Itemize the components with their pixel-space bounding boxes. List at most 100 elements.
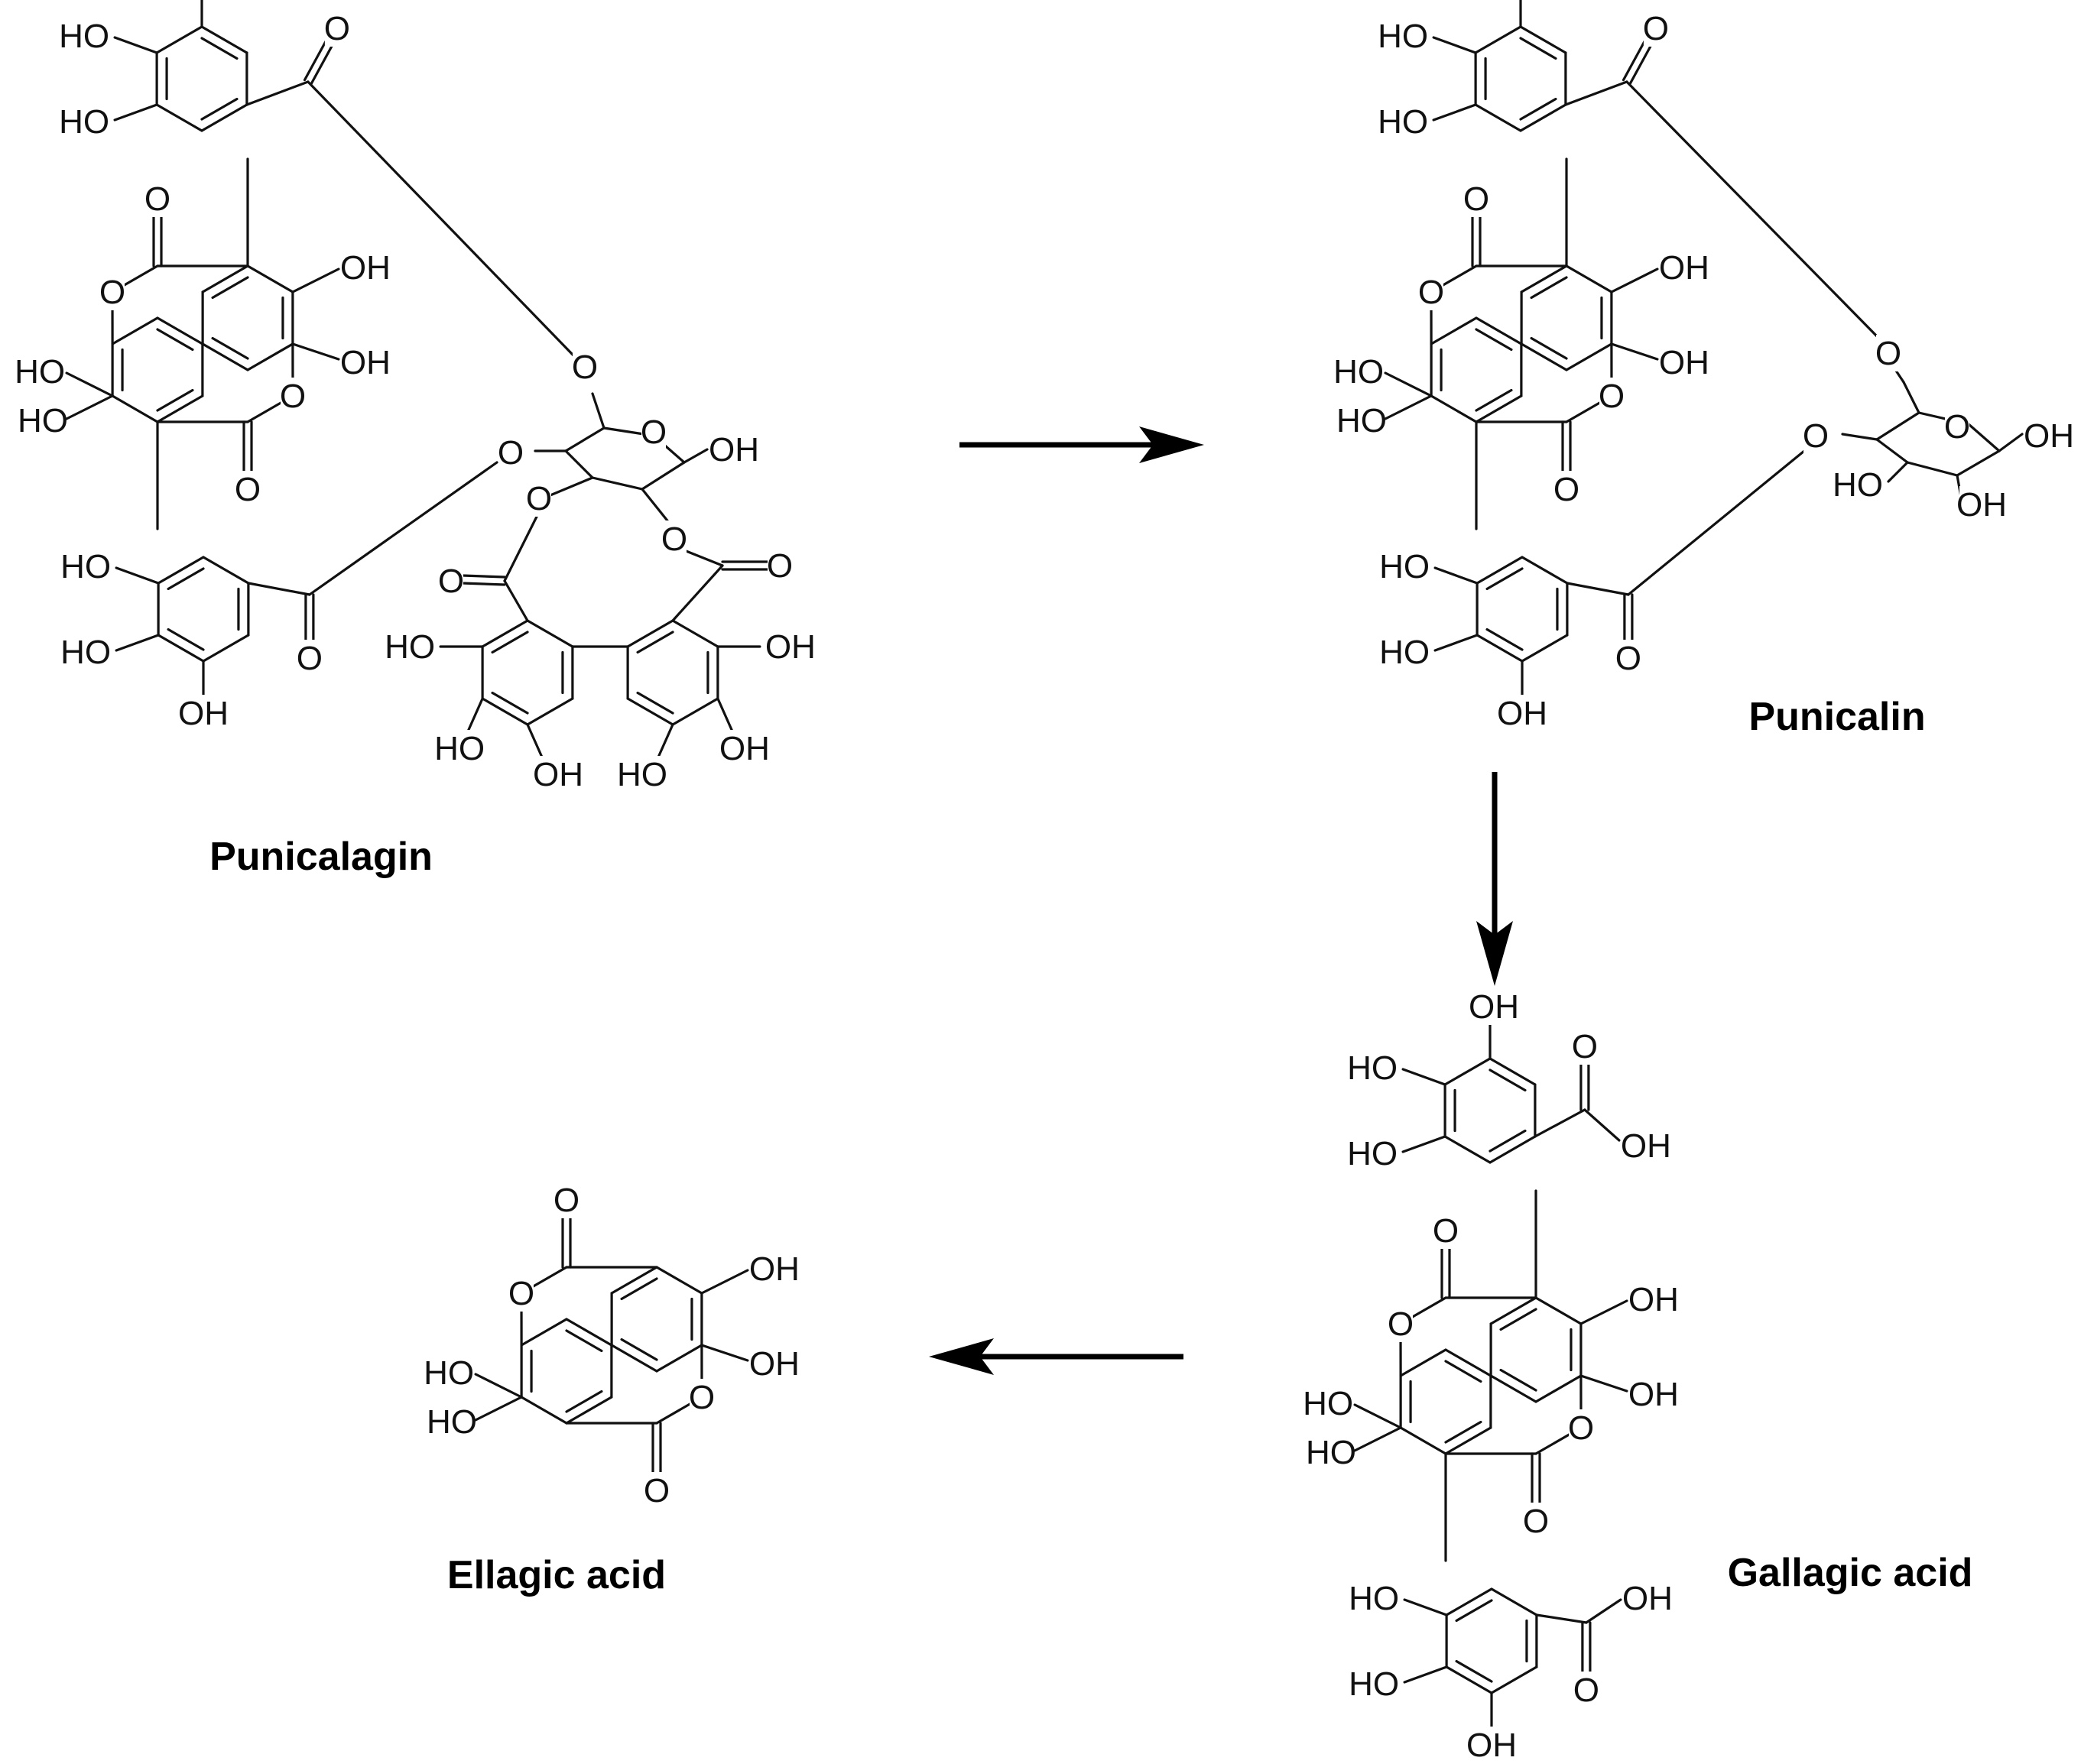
atom-label-background (1419, 274, 1443, 310)
punicalin-hydroxyl: HO (1378, 103, 1428, 141)
bond-line (307, 80, 575, 357)
bond-line (1490, 1665, 1538, 1694)
bond-line (591, 392, 605, 430)
bond-line (474, 1373, 523, 1399)
ellagic-carbonyl-oxygen: O (644, 1472, 670, 1509)
atom-label-background (1661, 344, 1706, 381)
atom-label-background (641, 413, 666, 450)
punicalagin-hydroxyl: HO (60, 548, 111, 585)
bond-line (156, 328, 194, 352)
atom-label-background (2027, 417, 2071, 454)
bond-line (1443, 1135, 1492, 1164)
bond-line (1443, 1057, 1492, 1086)
bond-line (1476, 634, 1524, 663)
bond-line (291, 268, 340, 293)
bond-line (1445, 1665, 1493, 1694)
bond-line (291, 342, 340, 361)
punicalagin-hydroxyl: OH (765, 628, 816, 666)
punicalin-lactone-oxygen: O (1418, 274, 1444, 311)
gallagic-carboxyl-hydroxyl: OH (1622, 1580, 1673, 1617)
atom-label-background (1464, 180, 1489, 217)
gallagic-hydroxyl: HO (1303, 1385, 1353, 1422)
bond-line (1535, 1613, 1588, 1624)
atom-label-background (181, 695, 226, 731)
bond-line (545, 476, 594, 498)
bond-line (1455, 1599, 1493, 1623)
compound-name-punicalin: Punicalin (1748, 695, 1925, 739)
bond-line (1353, 1426, 1402, 1452)
bond-line (1534, 1296, 1583, 1325)
atom-label-layer: HOHOOHOHOOOOHOHOOHOHOOOOOOHOHHOHOOOHHOHO… (15, 10, 2074, 1764)
bond-line (671, 564, 724, 622)
gallagic-hydroxyl: OH (1469, 988, 1519, 1026)
punicalagin-hydroxyl: HO (15, 353, 65, 391)
punicalagin-carbonyl-oxygen: O (144, 180, 170, 218)
punicalagin-ester-carbonyl: O (324, 10, 350, 47)
atom-label-background (62, 103, 107, 140)
punicalagin-lactone-oxygen: O (280, 378, 306, 415)
atom-label-background (554, 1182, 579, 1218)
bond-line (461, 574, 506, 579)
atom-label-background (768, 628, 813, 665)
bond-line (157, 556, 205, 585)
atom-label-background (21, 402, 65, 439)
punicalagin-hydroxyl: OH (719, 730, 770, 767)
gallagic-carbonyl-oxygen: O (1433, 1212, 1459, 1250)
bond-line (201, 342, 249, 371)
atom-label-background (1803, 417, 1828, 454)
bond-line (1444, 1360, 1482, 1383)
bond-line (202, 556, 250, 585)
bond-line (461, 582, 506, 586)
atom-label-background (620, 756, 664, 793)
atom-label-background (1350, 1049, 1395, 1086)
gallagic-hydroxyl: HO (1347, 1135, 1398, 1172)
punicalagin-ester-carbonyl: O (297, 640, 323, 677)
atom-label-background (1306, 1385, 1351, 1422)
bond-line (1474, 25, 1522, 54)
bond-line (1445, 1587, 1493, 1616)
bond-line (1534, 1374, 1583, 1403)
bond-line (656, 723, 674, 760)
bond-line (1627, 449, 1806, 596)
bond-line (200, 97, 239, 121)
bond-line (211, 336, 249, 360)
bond-line (626, 619, 674, 648)
bond-line (246, 264, 294, 293)
ellagic-hydroxyl: OH (749, 1345, 800, 1383)
arrow-punicalin-to-gallagic (1476, 772, 1513, 986)
punicalin-glucose-hydroxyl: OH (2024, 417, 2074, 455)
bond-line (503, 579, 529, 622)
bond-line (167, 567, 205, 591)
bond-line (1998, 433, 2024, 452)
bond-line (200, 103, 248, 132)
bond-line (1475, 316, 1523, 345)
bond-line (1956, 449, 2001, 477)
gallagic-carboxyl-hydroxyl: OH (1621, 1127, 1671, 1165)
punicalagin-hydroxyl: HO (18, 402, 68, 439)
atom-label-background (1433, 1212, 1458, 1249)
bond-line (1530, 276, 1568, 300)
atom-label-background (100, 274, 125, 310)
bond-line (671, 619, 719, 648)
bond-line (200, 37, 239, 60)
punicalin-glucose-hydroxyl: HO (1833, 466, 1883, 504)
bond-line (1475, 394, 1523, 423)
bond-line (1474, 103, 1522, 132)
atom-label-background (1352, 1580, 1397, 1616)
bond-line (1444, 1348, 1492, 1377)
bond-line (641, 461, 686, 491)
bond-line (481, 697, 529, 726)
bond-line (1519, 103, 1567, 132)
bond-line (113, 103, 158, 122)
punicalin-hydroxyl: HO (1336, 402, 1387, 439)
bond-line (115, 634, 160, 652)
punicalin-hydroxyl: OH (1659, 249, 1709, 287)
bond-line (565, 1396, 613, 1425)
punicalagin-hydroxyl: HO (59, 18, 109, 55)
atom-label-background (712, 431, 756, 468)
bond-line (115, 566, 160, 585)
punicalin-carbonyl-oxygen: O (1463, 180, 1489, 218)
atom-label-background (1836, 466, 1880, 503)
bond-line (520, 1396, 568, 1425)
